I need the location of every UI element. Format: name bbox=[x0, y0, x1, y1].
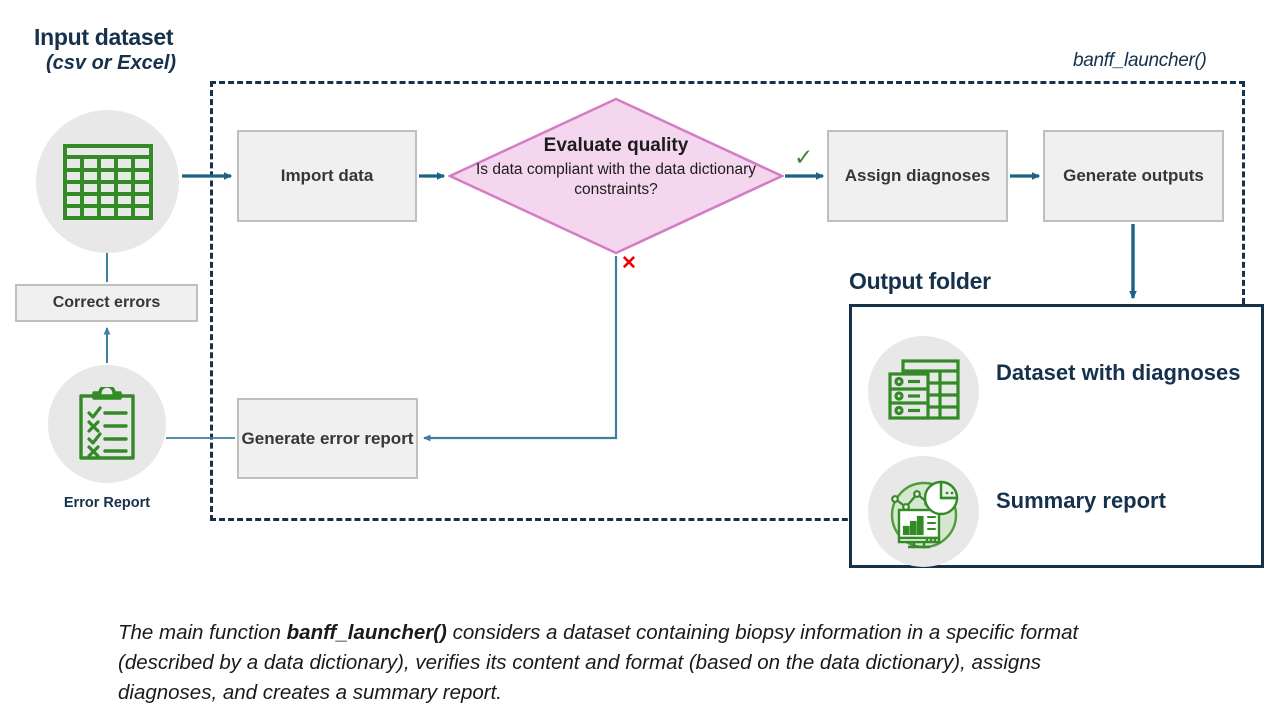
import-data-box[interactable]: Import data bbox=[237, 130, 417, 222]
banff-launcher-label: banff_launcher() bbox=[1073, 50, 1207, 71]
input-dataset-subtitle: (csv or Excel) bbox=[46, 52, 177, 74]
error-report-label: Error Report bbox=[63, 495, 151, 511]
caption-before: The main function bbox=[118, 621, 287, 644]
table-with-records-icon bbox=[868, 336, 979, 447]
assign-diagnoses-box[interactable]: Assign diagnoses bbox=[827, 130, 1008, 222]
evaluate-quality-decision[interactable] bbox=[448, 97, 784, 255]
clipboard-checklist-icon bbox=[48, 365, 166, 483]
output-summary-label: Summary report bbox=[996, 488, 1166, 513]
input-dataset-title: Input dataset bbox=[34, 24, 174, 50]
banff-launcher-boundary bbox=[210, 81, 1245, 521]
figure-caption: The main function banff_launcher() consi… bbox=[118, 618, 1108, 708]
check-mark-icon: ✓ bbox=[794, 144, 814, 170]
chart-dashboard-icon bbox=[868, 456, 979, 567]
generate-error-report-box[interactable]: Generate error report bbox=[237, 398, 418, 479]
caption-function-name: banff_launcher() bbox=[286, 621, 447, 644]
generate-outputs-box[interactable]: Generate outputs bbox=[1043, 130, 1224, 222]
table-grid-icon bbox=[36, 110, 179, 253]
output-folder-title: Output folder bbox=[849, 268, 991, 294]
correct-errors-box[interactable]: Correct errors bbox=[15, 284, 198, 322]
caption-after: considers a dataset containing biopsy in… bbox=[118, 621, 1079, 704]
cross-mark-icon: ✕ bbox=[621, 253, 637, 274]
output-dataset-label: Dataset with diagnoses bbox=[996, 360, 1241, 385]
